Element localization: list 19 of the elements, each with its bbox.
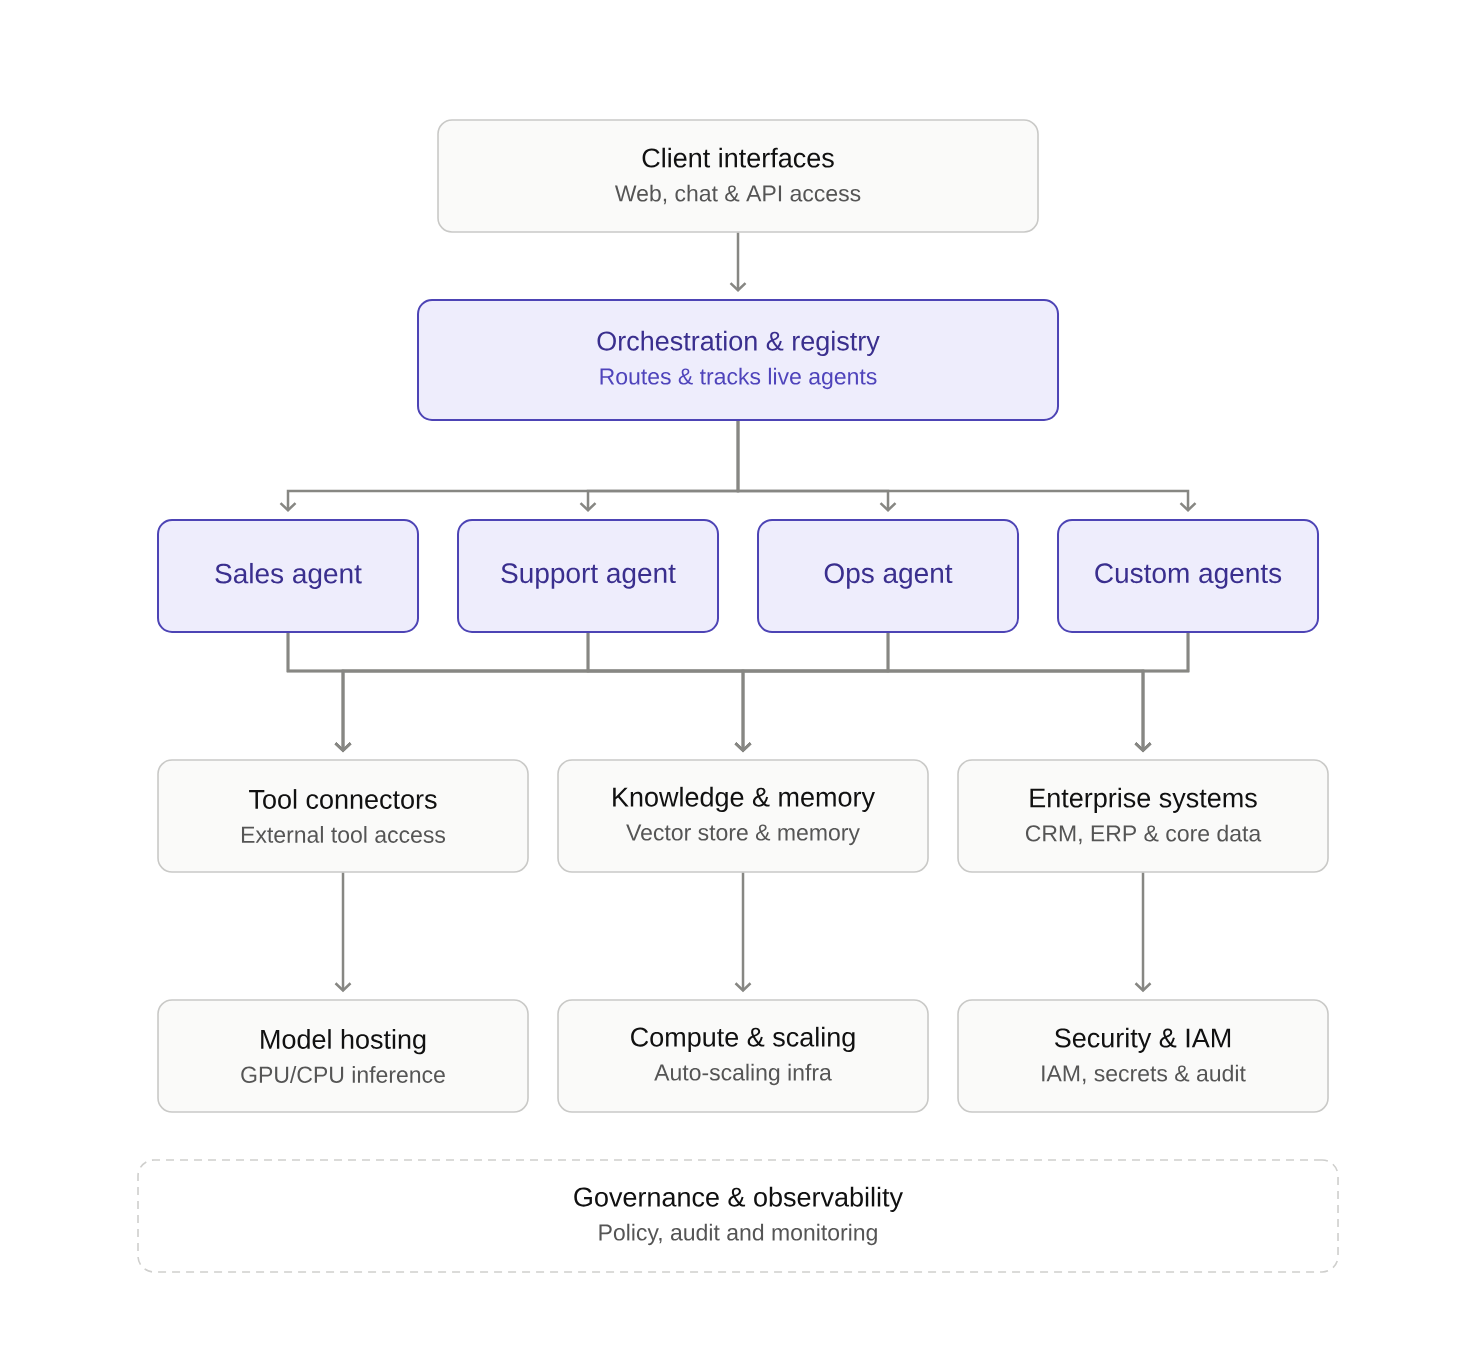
- arrow: [729, 232, 747, 292]
- rounded-box: Orchestration & registry Routes & tracks live agents: [417, 299, 1059, 421]
- arrow: [1134, 633, 1190, 753]
- rounded-box: Support agent: [457, 519, 719, 633]
- rounded-box: Compute & scaling Auto-scaling infra: [557, 999, 929, 1113]
- rounded-box: Enterprise systems CRM, ERP & core data: [957, 759, 1329, 873]
- arrow: [334, 872, 352, 993]
- arrow: [734, 872, 752, 993]
- rounded-box: Ops agent: [757, 519, 1019, 633]
- rounded-box: Model hosting GPU/CPU inference: [157, 999, 529, 1113]
- dashed-box: Governance & observability Policy, audit and monitoring: [137, 1159, 1339, 1273]
- rounded-box: Tool connectors External tool access: [157, 759, 529, 873]
- rounded-box: Knowledge & memory Vector store & memory: [557, 759, 929, 873]
- rounded-box: Sales agent: [157, 519, 419, 633]
- rounded-box: Custom agents: [1057, 519, 1319, 633]
- rounded-box: Client interfaces Web, chat & API access: [437, 119, 1039, 233]
- rounded-box: Security & IAM IAM, secrets & audit: [957, 999, 1329, 1113]
- arrow: [1134, 872, 1152, 993]
- arrow: [736, 421, 1197, 512]
